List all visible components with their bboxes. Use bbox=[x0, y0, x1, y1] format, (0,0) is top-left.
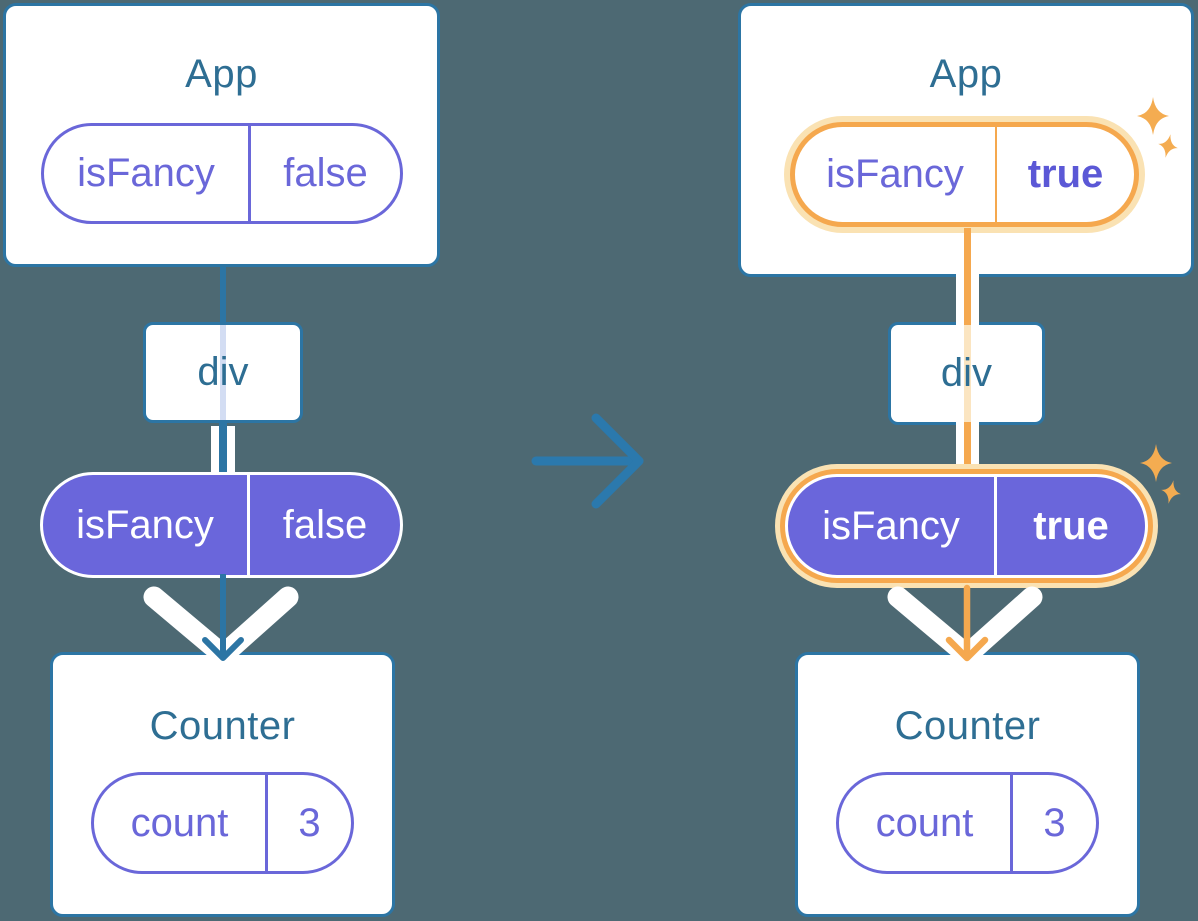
sparkle-icon bbox=[1158, 134, 1178, 158]
prop-value-label: false bbox=[282, 502, 368, 547]
prop-key-label: isFancy bbox=[788, 477, 997, 575]
count-value-label: 3 bbox=[298, 800, 321, 845]
count-state-pill: count 3 bbox=[836, 772, 1099, 874]
state-value-label: false bbox=[283, 151, 368, 195]
state-key-label: isFancy bbox=[795, 127, 997, 222]
prop-pill-highlighted: isFancy true bbox=[785, 474, 1148, 578]
div-label: div bbox=[197, 350, 249, 394]
count-value-label: 3 bbox=[1043, 800, 1066, 845]
tree-edge-line bbox=[220, 265, 226, 325]
flow-arrow-icon bbox=[143, 574, 299, 666]
state-pill: isFancy false bbox=[41, 123, 403, 224]
prop-flow-white-line bbox=[956, 272, 964, 325]
sparkle-icon bbox=[1137, 97, 1169, 135]
prop-key-label: isFancy bbox=[43, 475, 250, 575]
counter-node: Counter count 3 bbox=[50, 652, 395, 917]
prop-flow-white-line bbox=[956, 421, 964, 466]
app-title: App bbox=[185, 52, 258, 96]
prop-value-label: true bbox=[1033, 503, 1109, 548]
state-thread-line bbox=[220, 325, 226, 420]
prop-flow-white-line bbox=[211, 426, 219, 477]
transition-arrow-icon bbox=[531, 413, 644, 509]
state-key-label: isFancy bbox=[44, 126, 251, 221]
count-key-label: count bbox=[94, 775, 268, 871]
state-value-label: true bbox=[1027, 152, 1104, 196]
app-title: App bbox=[929, 52, 1003, 96]
count-key-label: count bbox=[839, 775, 1013, 871]
count-state-pill: count 3 bbox=[91, 772, 354, 874]
flow-arrow-icon bbox=[887, 584, 1043, 666]
counter-title: Counter bbox=[894, 704, 1041, 748]
div-label: div bbox=[940, 351, 993, 395]
prop-flow-white-line bbox=[227, 426, 235, 477]
prop-flow-white-line bbox=[971, 421, 979, 466]
sparkle-icon bbox=[1140, 444, 1172, 482]
prop-flow-orange-line bbox=[964, 228, 971, 325]
prop-flow-white-line bbox=[971, 272, 979, 325]
tree-edge-line bbox=[219, 422, 227, 477]
div-node: div bbox=[888, 322, 1045, 425]
state-thread-line bbox=[964, 325, 971, 422]
sparkle-icon bbox=[1161, 480, 1181, 504]
prop-pill: isFancy false bbox=[40, 472, 403, 578]
app-node: App isFancy false bbox=[3, 3, 440, 267]
state-pill-highlighted: isFancy true bbox=[790, 122, 1139, 227]
div-node: div bbox=[143, 322, 303, 423]
prop-flow-orange-line bbox=[964, 422, 971, 466]
counter-node: Counter count 3 bbox=[795, 652, 1140, 917]
counter-title: Counter bbox=[149, 704, 296, 748]
